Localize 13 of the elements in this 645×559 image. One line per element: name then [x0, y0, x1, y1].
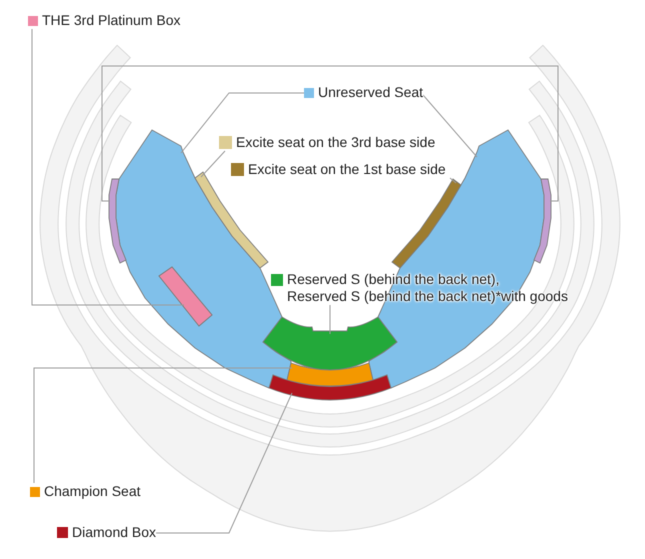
- leader-line: [450, 178, 456, 184]
- seat-type-label: Unreserved Seat: [318, 84, 424, 101]
- seat-type-label: Excite seat on the 1st base side: [248, 161, 446, 178]
- leader-line: [200, 150, 226, 178]
- leader-line: [180, 92, 304, 154]
- leader-line: [156, 392, 292, 534]
- seat-type-label: Champion Seat: [44, 483, 141, 500]
- seat-type-label: THE 3rd Platinum Box: [42, 12, 180, 29]
- leader-line: [34, 368, 292, 484]
- leader-line: [32, 28, 184, 306]
- leader-line: [102, 66, 558, 202]
- seat-type-label: Diamond Box: [72, 524, 156, 541]
- seat-type-label: Excite seat on the 3rd base side: [236, 134, 436, 151]
